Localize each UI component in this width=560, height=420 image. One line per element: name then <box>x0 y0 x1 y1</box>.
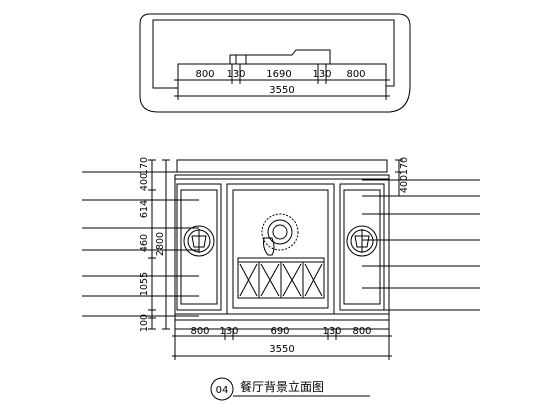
bottom-dim-1: 800 <box>190 326 209 337</box>
elevation-bottom-dimension-labels: 800 130 690 130 800 3550 <box>190 326 371 355</box>
right-dim-1: 170 <box>399 157 410 175</box>
left-dim-6: 100 <box>139 314 150 332</box>
left-dim-total: 2800 <box>155 232 166 256</box>
bottom-dim-5: 800 <box>352 326 371 337</box>
plan-dim-3: 1690 <box>266 69 291 80</box>
wall-outline <box>174 178 390 330</box>
left-dim-1: 170 <box>139 157 150 175</box>
left-dim-3: 614 <box>139 200 150 218</box>
right-dim-2: 400 <box>399 175 410 193</box>
bottom-dim-4: 130 <box>322 326 341 337</box>
plan-dim-5: 800 <box>346 69 365 80</box>
bottom-dim-total: 3550 <box>269 344 294 355</box>
plan-dim-total: 3550 <box>269 85 294 96</box>
elevation-left-dimension-labels: 170 400 614 460 2800 1055 100 <box>139 157 166 332</box>
center-sunburst <box>261 213 299 251</box>
plan-view <box>139 13 411 113</box>
drawing-number-circle <box>210 377 234 401</box>
left-mirror <box>183 225 215 257</box>
left-dim-4: 460 <box>139 234 150 252</box>
plan-outline <box>139 13 411 113</box>
right-annotation-leaders <box>362 179 480 311</box>
left-annotation-leaders <box>82 171 199 317</box>
plan-dim-1: 800 <box>195 69 214 80</box>
left-dim-2: 400 <box>139 173 150 191</box>
left-dim-5: 1055 <box>139 272 150 296</box>
drawing-number: 04 <box>216 385 229 396</box>
bottom-dim-2: 130 <box>219 326 238 337</box>
left-panel <box>176 183 222 311</box>
cornice <box>176 159 388 173</box>
plan-dim-4: 130 <box>312 69 331 80</box>
elevation-right-dimension-labels: 170 400 <box>399 157 410 193</box>
drawing-title: 餐厅背景立面图 <box>240 379 324 394</box>
bottom-dim-3: 690 <box>270 326 289 337</box>
right-mirror <box>346 225 378 257</box>
elevation-view <box>82 159 480 360</box>
plan-window <box>229 49 331 65</box>
plan-dimension-labels: 800 130 1690 130 800 3550 <box>195 69 365 96</box>
plan-dim-2: 130 <box>226 69 245 80</box>
